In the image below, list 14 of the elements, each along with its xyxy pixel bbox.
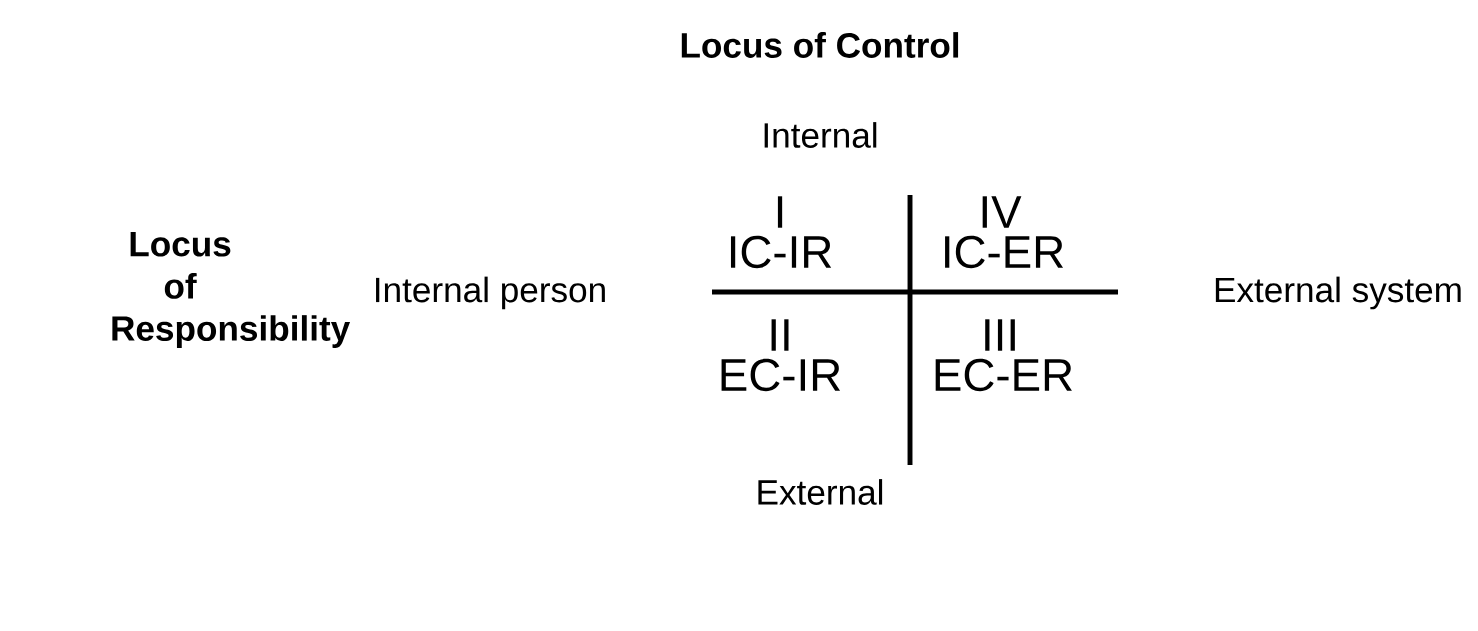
axis-end-label: Internal	[764, 122, 877, 148]
quadrant-label: EC-IR	[721, 358, 841, 392]
axis-end-label: Internal person	[376, 276, 605, 310]
axis-end-label: External	[758, 479, 883, 505]
quadrant-label: EC-ER	[935, 358, 1072, 392]
quadrant-number: II	[771, 319, 789, 351]
quadrant-number: IV	[982, 196, 1022, 228]
quadrant-label: IC-IR	[730, 235, 832, 269]
axis-title: Locus of Control	[681, 32, 959, 58]
axis-end-label: External system	[1215, 276, 1461, 310]
axis-title: Locus of Responsibility	[112, 232, 351, 348]
quadrant-label: IC-ER	[945, 235, 1064, 269]
quadrant-number: I	[777, 196, 783, 228]
quadrant-number: III	[985, 319, 1015, 351]
